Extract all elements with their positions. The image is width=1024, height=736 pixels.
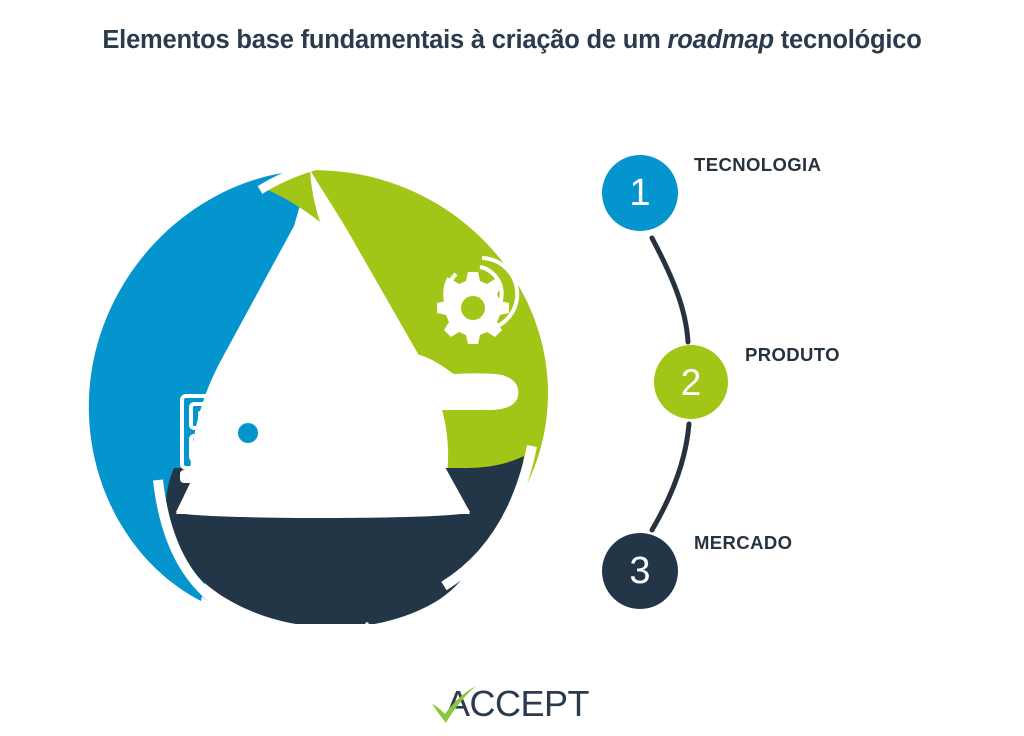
connector-1-to-2 bbox=[649, 235, 691, 345]
step-list: 1 TECNOLOGIA 2 PRODUTO 3 MERCADO bbox=[588, 136, 1008, 626]
petal-gap-green-navy bbox=[441, 445, 537, 591]
step-number-badge-3[interactable]: 3 bbox=[602, 533, 678, 609]
page-title: Elementos base fundamentais à criação de… bbox=[0, 26, 1024, 55]
petal-technology[interactable] bbox=[88, 170, 310, 601]
three-segment-cycle-diagram bbox=[62, 128, 582, 624]
tech-device-circuit-gear-icon bbox=[180, 389, 298, 487]
petal-gap-blue-navy bbox=[153, 479, 233, 615]
page-title-prefix: Elementos base fundamentais à criação de… bbox=[102, 26, 668, 54]
petal-gap-blue-green bbox=[257, 161, 316, 194]
step-label-tecnologia: TECNOLOGIA bbox=[694, 154, 822, 175]
accept-logo: ACCEPT bbox=[0, 682, 1024, 728]
step-number-badge-2[interactable]: 2 bbox=[654, 345, 728, 419]
page-title-emphasis: roadmap bbox=[667, 26, 774, 54]
hand-holding-gear-icon bbox=[364, 256, 520, 410]
accept-logo-text: ACCEPT bbox=[446, 683, 590, 724]
step-label-mercado: MERCADO bbox=[694, 532, 793, 553]
page-title-suffix: tecnológico bbox=[773, 26, 922, 54]
step-number-badge-1[interactable]: 1 bbox=[602, 155, 678, 231]
step-label-produto: PRODUTO bbox=[745, 344, 840, 365]
green-check-swoosh bbox=[432, 686, 476, 723]
step-connectors bbox=[649, 235, 692, 533]
petal-market-tail bbox=[454, 456, 524, 574]
connector-2-to-3 bbox=[649, 421, 692, 533]
